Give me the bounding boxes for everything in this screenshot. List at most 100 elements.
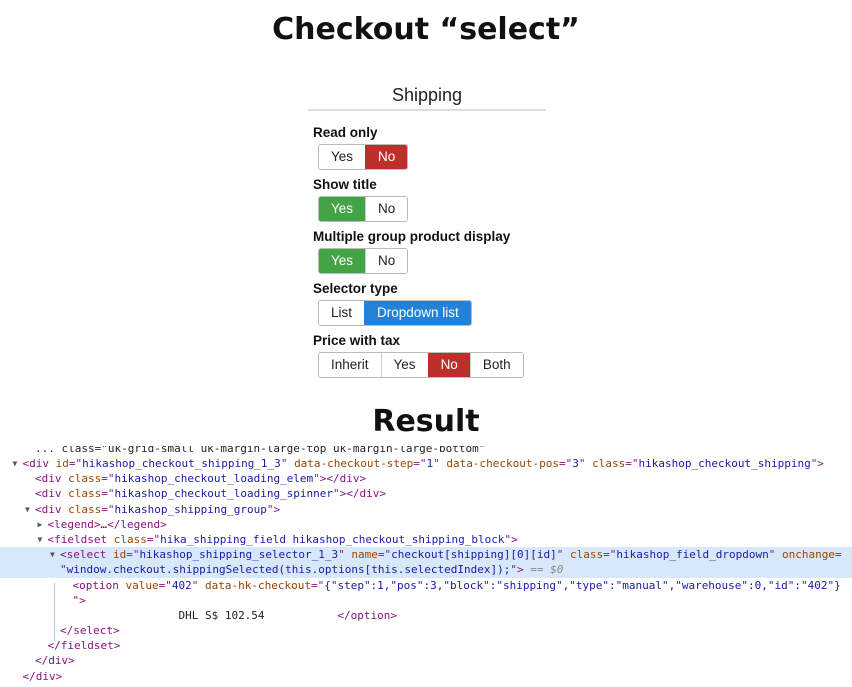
code-token-tag: =" xyxy=(146,532,161,546)
code-token-tag: " xyxy=(433,457,447,470)
code-token-val: hikashop_checkout_shipping xyxy=(638,457,811,470)
code-token-attr: data-hk-checkout xyxy=(204,578,311,592)
devtools-elements-tree: ... class="uk-grid-small uk-margin-large… xyxy=(0,446,852,687)
code-token-tag: " xyxy=(768,548,782,562)
code-token-tag: = xyxy=(834,548,842,562)
field-label: Read only xyxy=(313,125,378,140)
expand-triangle-closed-icon[interactable]: ▶ xyxy=(37,519,43,529)
code-token-attr: data-checkout-step xyxy=(294,457,414,470)
code-token-attr: id xyxy=(55,457,69,470)
price-with-tax-option-yes[interactable]: Yes xyxy=(380,353,428,377)
panel-title: Shipping xyxy=(308,82,546,111)
code-token-val: 3 xyxy=(572,457,579,470)
code-token-tag: " xyxy=(280,457,295,470)
selector-type-option-dropdown-list[interactable]: Dropdown list xyxy=(364,301,471,325)
dom-tree-line[interactable]: <div class="hikashop_checkout_loading_el… xyxy=(0,471,852,486)
dom-tree-line[interactable]: <option value="402" data-hk-checkout="{"… xyxy=(0,578,852,593)
code-token-val: hikashop_shipping_selector_1_3 xyxy=(139,548,339,562)
selector-type-option-list[interactable]: List xyxy=(319,301,365,325)
show-title-option-no[interactable]: No xyxy=(365,197,408,221)
selected-dom-node[interactable]: ▼<select id="hikashop_shipping_selector_… xyxy=(0,547,852,563)
code-token-tag: =" xyxy=(625,457,639,470)
dom-tree-line[interactable]: ▼<div id="hikashop_checkout_shipping_1_3… xyxy=(0,456,852,471)
expand-triangle-open-icon[interactable]: ▼ xyxy=(50,550,55,560)
code-token-val: hikashop_checkout_loading_elem xyxy=(114,472,314,486)
selected-dom-node[interactable]: "window.checkout.shippingSelected(this.o… xyxy=(0,562,852,578)
code-token-attr: class xyxy=(113,532,147,546)
dom-tree-line[interactable]: ▼ <div class="hikashop_shipping_group"> xyxy=(0,502,852,517)
price-with-tax-option-no[interactable]: No xyxy=(427,353,470,377)
code-token-tag: =" xyxy=(101,502,115,516)
dom-tree-line[interactable]: DHL S$ 102.54 </option> xyxy=(0,608,852,623)
code-token-tag: " xyxy=(191,578,205,592)
dom-tree-line[interactable]: <div class="hikashop_checkout_loading_sp… xyxy=(0,486,852,501)
code-token-tag: </option> xyxy=(337,608,398,622)
dom-tree-line[interactable]: "> xyxy=(0,593,852,608)
field-label: Selector type xyxy=(313,281,398,296)
read-only-option-yes[interactable]: Yes xyxy=(319,145,366,169)
code-token-val: hikashop_shipping_group xyxy=(114,502,267,516)
code-token-tag: <div xyxy=(35,472,69,486)
expand-triangle-open-icon[interactable]: ▼ xyxy=(25,504,30,514)
code-token-val: checkout[shipping][0][id] xyxy=(391,548,557,562)
code-token-dim: == $0 xyxy=(523,563,564,577)
code-token-tag: </select> xyxy=(60,624,120,638)
dom-tree-line[interactable]: </div> xyxy=(0,653,852,668)
code-token-tag: " xyxy=(578,457,593,470)
code-token-tag: </div> xyxy=(35,654,75,668)
code-token-tag: </fieldset> xyxy=(47,639,121,653)
multiple-group-product-display-option-yes[interactable]: Yes xyxy=(319,249,366,273)
code-token-tag: =" xyxy=(603,548,617,562)
code-token-tag: <fieldset xyxy=(47,532,114,546)
dom-tree-line[interactable]: </select> xyxy=(0,623,852,638)
code-token-attr: class xyxy=(68,502,102,516)
code-token-txt: … xyxy=(100,517,108,531)
price-with-tax-option-both[interactable]: Both xyxy=(469,353,523,377)
code-token-val: hikashop_checkout_shipping_1_3 xyxy=(82,457,281,470)
code-token-tag: "> xyxy=(266,502,281,516)
code-token-val: hika_shipping_field hikashop_checkout_sh… xyxy=(160,532,505,546)
code-token-tag: =" xyxy=(101,472,115,486)
dom-tree-line[interactable]: ▶<legend>…</legend> xyxy=(0,517,852,532)
code-token-tag: =" xyxy=(158,578,172,592)
code-token-attr: value xyxy=(125,578,159,592)
show-title-option-yes[interactable]: Yes xyxy=(319,197,366,221)
multiple-group-product-display-option-no[interactable]: No xyxy=(365,249,408,273)
price-with-tax-option-inherit[interactable]: Inherit xyxy=(319,353,381,377)
code-token-tag: =" xyxy=(310,578,325,592)
field-label: Show title xyxy=(313,177,377,192)
dom-tree-line[interactable]: </fieldset> xyxy=(0,638,852,653)
code-token-tag: "> xyxy=(510,563,524,577)
code-token-tag: =" xyxy=(126,548,140,562)
code-token-tag: =" xyxy=(559,457,573,470)
expand-triangle-open-icon[interactable]: ▼ xyxy=(12,459,18,468)
dom-tree-line[interactable]: </div> xyxy=(0,669,852,684)
dom-tree-line[interactable]: ... class="uk-grid-small uk-margin-large… xyxy=(0,446,852,456)
code-token-val: window.checkout.shippingSelected(this.op… xyxy=(66,563,511,577)
code-token-attr: id xyxy=(112,548,127,562)
code-token-attr: onchange xyxy=(781,548,835,562)
code-token-tag: "> xyxy=(72,593,86,607)
code-token-val: hikashop_field_dropdown xyxy=(616,548,769,562)
code-token-tag: =" xyxy=(413,457,427,470)
code-token-tag: " xyxy=(60,563,67,577)
code-token-attr: data-checkout-pos xyxy=(446,457,559,470)
dom-tree-line[interactable]: ▼ <fieldset class="hika_shipping_field hi… xyxy=(0,532,852,547)
code-token-val: {"step":1,"pos":3,"block":"shipping","ty… xyxy=(324,578,841,592)
code-token-val: 402 xyxy=(171,578,192,592)
read-only-option-no[interactable]: No xyxy=(365,145,408,169)
expand-triangle-open-icon[interactable]: ▼ xyxy=(37,534,43,544)
code-token-txt: ... class="uk-grid-small uk-margin-large… xyxy=(35,446,486,455)
code-token-tag: "></div> xyxy=(333,487,387,501)
code-token-tag: "> xyxy=(504,532,518,546)
code-token-tag: <div xyxy=(35,502,69,516)
code-token-val: hikashop_checkout_loading_spinner xyxy=(114,487,334,501)
nesting-guide-line xyxy=(54,583,55,641)
code-token-txt: DHL S$ 102.54 xyxy=(72,608,338,622)
field-label: Multiple group product display xyxy=(313,229,511,244)
